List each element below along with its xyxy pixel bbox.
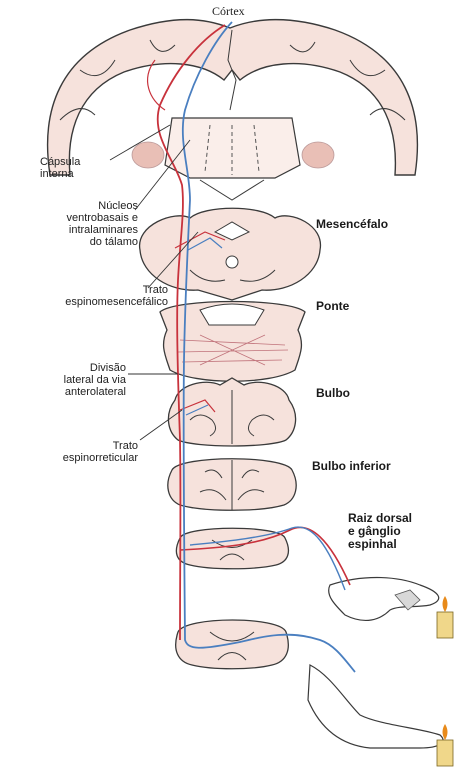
label-nucleos-talamo: Núcleosventrobasais e intralaminaresdo t… (46, 200, 138, 248)
foot-drawing (308, 665, 443, 748)
basal-ganglia-right (302, 142, 334, 168)
basal-ganglia-left (132, 142, 164, 168)
hand-drawing (329, 578, 439, 621)
lower-medulla-section (168, 459, 296, 511)
label-capsula-interna: Cápsulainterna (40, 156, 80, 180)
brain-section (48, 20, 418, 200)
label-cortex: Córtex (212, 4, 245, 19)
candle-lower (437, 724, 453, 766)
level-bulbo-inferior: Bulbo inferior (312, 460, 391, 473)
candle-upper (437, 596, 453, 638)
label-trato-espinomesencefalico: Tratoespinomesencefálico (30, 284, 168, 308)
level-mesencefalo: Mesencéfalo (316, 218, 388, 231)
level-ponte: Ponte (316, 300, 349, 313)
label-divisao-lateral: Divisãolateral da via anterolateral (30, 362, 126, 398)
level-bulbo: Bulbo (316, 387, 350, 400)
label-trato-espinorreticular: Tratoespinorreticular (30, 440, 138, 464)
level-raiz-dorsal: Raiz dorsale gânglioespinhal (348, 512, 412, 551)
pons-section (160, 302, 305, 382)
medulla-section (168, 378, 295, 446)
